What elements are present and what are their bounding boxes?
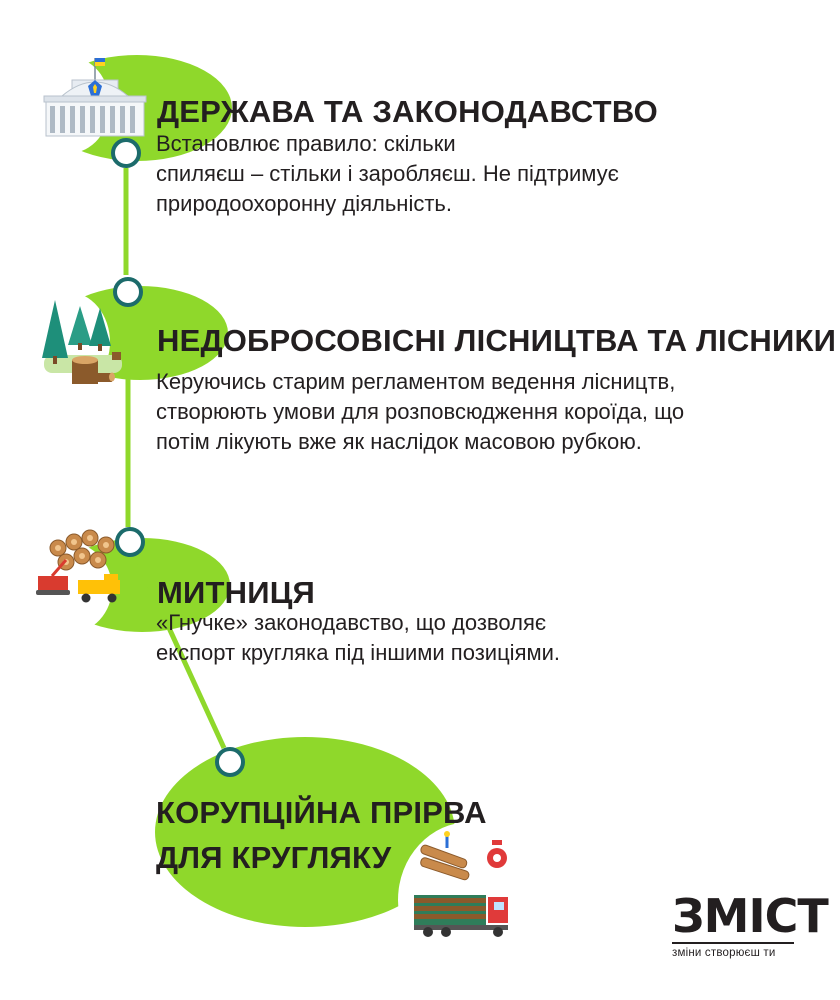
- logo-tagline: зміни створюєш ти: [672, 946, 776, 959]
- zmist-logo: ЗМIСТ зміни створюєш ти: [672, 889, 829, 959]
- section-2-description: Керуючись старим регламентом ведення ліс…: [156, 369, 685, 454]
- timeline-node-4: [215, 747, 245, 777]
- section-2-title: НЕДОБРОСОВІСНІ ЛІСНИЦТВА ТА ЛІСНИКИ: [157, 323, 837, 358]
- section-4-title: КОРУПЦІЙНА ПРІРВА ДЛЯ КРУГЛЯКУ: [156, 795, 487, 875]
- timeline-node-2: [113, 277, 143, 307]
- timeline-node-1: [111, 138, 141, 168]
- parliament-icon: [43, 58, 147, 137]
- section-1-title: ДЕРЖАВА ТА ЗАКОНОДАВСТВО: [157, 94, 658, 129]
- forest-icon: [42, 300, 122, 384]
- timeline: [111, 138, 245, 777]
- green-blob-4: [155, 737, 455, 927]
- logo-divider: [672, 942, 794, 944]
- timeline-node-3: [115, 527, 145, 557]
- logo-wordmark: ЗМIСТ: [672, 889, 829, 943]
- section-3-title: МИТНИЦЯ: [157, 575, 316, 610]
- section-1-description: Встановлює правило: скільки спиляєш – ст…: [156, 131, 619, 216]
- logging-machinery-icon: [36, 529, 120, 603]
- section-3-description: «Гнучке» законодавство, що дозволяє експ…: [156, 610, 561, 665]
- timber-truck-icon: [414, 831, 508, 937]
